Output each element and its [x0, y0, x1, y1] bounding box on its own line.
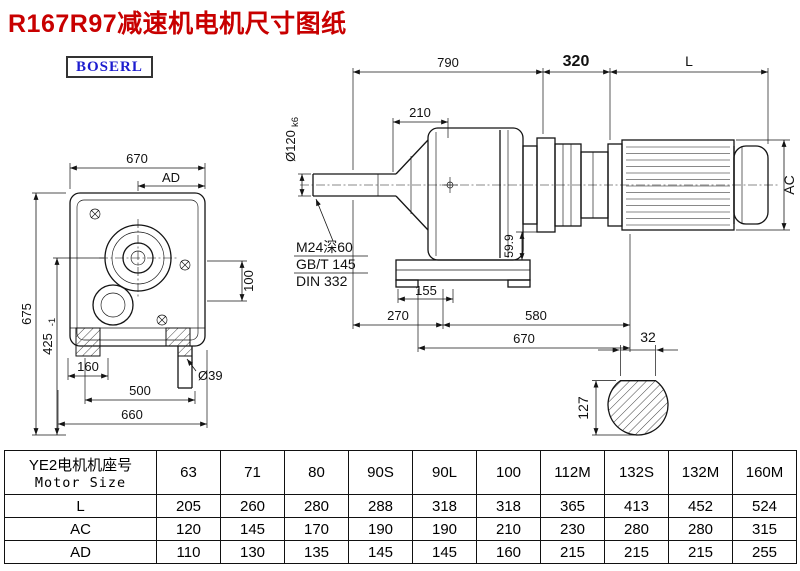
dim-270: 270 [387, 308, 409, 323]
note-din: DIN 332 [296, 273, 348, 289]
dim-39: Ø39 [198, 368, 223, 383]
dim-425: 425 [40, 333, 55, 355]
brand-logo: BOSERL [66, 56, 153, 78]
column-header: 63 [156, 450, 221, 495]
table-cell: 318 [412, 494, 477, 518]
table-row-ac: AC 120 145 170 190 190 210 230 280 280 3… [4, 517, 797, 541]
table-cell: 255 [732, 540, 797, 564]
motor-fins [626, 146, 730, 226]
dim-120k6-sub: k6 [290, 117, 301, 127]
table-cell: 120 [156, 517, 221, 541]
dim-155: 155 [415, 283, 437, 298]
column-header: 80 [284, 450, 349, 495]
table-cell: 413 [604, 494, 669, 518]
gearmotor-side-outline [300, 127, 778, 288]
gearbox-front-outline [69, 192, 206, 389]
motor-size-label-cn: YE2电机机座号 [28, 457, 133, 474]
column-header: 100 [476, 450, 541, 495]
center-mark-icon [442, 177, 458, 193]
shaft-section-dimensions: 32 127 [575, 329, 678, 436]
table-cell: 110 [156, 540, 221, 564]
column-header: 160M [732, 450, 797, 495]
column-header: 71 [220, 450, 285, 495]
table-cell: 170 [284, 517, 349, 541]
shaft-section-outline [607, 379, 669, 436]
table-cell: 215 [540, 540, 605, 564]
dim-320: 320 [563, 53, 590, 70]
table-row-ad: AD 110 130 135 145 145 160 215 215 215 2… [4, 540, 797, 564]
table-cell: 160 [476, 540, 541, 564]
side-view-drawing: 790 320 L Ø120 k6 210 AC 59.9 M24深60 GB/… [283, 53, 797, 352]
table-cell: 130 [220, 540, 285, 564]
page-title: R167R97减速机电机尺寸图纸 [8, 10, 347, 38]
front-view-dimensions: 670 AD 675 425 -1 100 160 500 660 Ø39 [20, 151, 256, 436]
shaft-section-drawing: 32 127 [575, 329, 678, 436]
dim-675: 675 [20, 303, 34, 325]
dim-l: L [685, 53, 693, 69]
table-cell: 365 [540, 494, 605, 518]
table-row-l: L 205 260 280 288 318 318 365 413 452 52… [4, 494, 797, 518]
table-cell: 280 [604, 517, 669, 541]
table-cell: 215 [604, 540, 669, 564]
note-thread: M24深60 [296, 239, 353, 255]
table-cell: 315 [732, 517, 797, 541]
table-cell: 318 [476, 494, 541, 518]
column-header: 112M [540, 450, 605, 495]
table-cell: 524 [732, 494, 797, 518]
table-cell: 135 [284, 540, 349, 564]
dim-120k6: Ø120 [283, 130, 298, 162]
dim-160: 160 [77, 359, 99, 374]
motor-size-label-en: Motor Size [34, 475, 127, 491]
dim-59-9: 59.9 [502, 234, 516, 258]
dim-670-top: 670 [126, 151, 148, 166]
brand-logo-text: BOSERL [76, 59, 143, 75]
dim-127: 127 [575, 396, 591, 420]
table-cell: 145 [220, 517, 285, 541]
note-gbt: GB/T 145 [296, 256, 356, 272]
table-cell: 452 [668, 494, 733, 518]
table-cell: 190 [348, 517, 413, 541]
column-header: 132M [668, 450, 733, 495]
dim-ac: AC [781, 175, 797, 194]
table-cell: 210 [476, 517, 541, 541]
side-view-dimensions: 790 320 L Ø120 k6 210 AC 59.9 M24深60 GB/… [283, 53, 797, 352]
motor-size-table: YE2电机机座号 Motor Size 63 71 80 90S 90L 100… [4, 450, 797, 564]
table-cell: 145 [348, 540, 413, 564]
dim-210: 210 [409, 105, 431, 120]
table-cell: 145 [412, 540, 477, 564]
dim-500: 500 [129, 383, 151, 398]
table-cell: 230 [540, 517, 605, 541]
table-cell: 205 [156, 494, 221, 518]
dim-580: 580 [525, 308, 547, 323]
table-cell: 190 [412, 517, 477, 541]
table-header-motor-size: YE2电机机座号 Motor Size [4, 450, 157, 495]
column-header: 90L [412, 450, 477, 495]
table-header-row: YE2电机机座号 Motor Size 63 71 80 90S 90L 100… [4, 450, 797, 495]
dim-790: 790 [437, 55, 459, 70]
table-cell: 280 [668, 517, 733, 541]
dim-660: 660 [121, 407, 143, 422]
dim-ad: AD [162, 170, 180, 185]
column-header: 132S [604, 450, 669, 495]
dim-32: 32 [640, 329, 656, 345]
row-label: AC [4, 517, 157, 541]
dim-100: 100 [241, 270, 256, 292]
column-header: 90S [348, 450, 413, 495]
front-view-drawing: 670 AD 675 425 -1 100 160 500 660 Ø39 [20, 151, 256, 436]
table-cell: 288 [348, 494, 413, 518]
dim-425-sub: -1 [47, 318, 58, 326]
dim-670-bottom: 670 [513, 331, 535, 346]
bolt-hole-marks [89, 208, 191, 326]
table-cell: 215 [668, 540, 733, 564]
table-cell: 280 [284, 494, 349, 518]
row-label: L [4, 494, 157, 518]
row-label: AD [4, 540, 157, 564]
table-cell: 260 [220, 494, 285, 518]
